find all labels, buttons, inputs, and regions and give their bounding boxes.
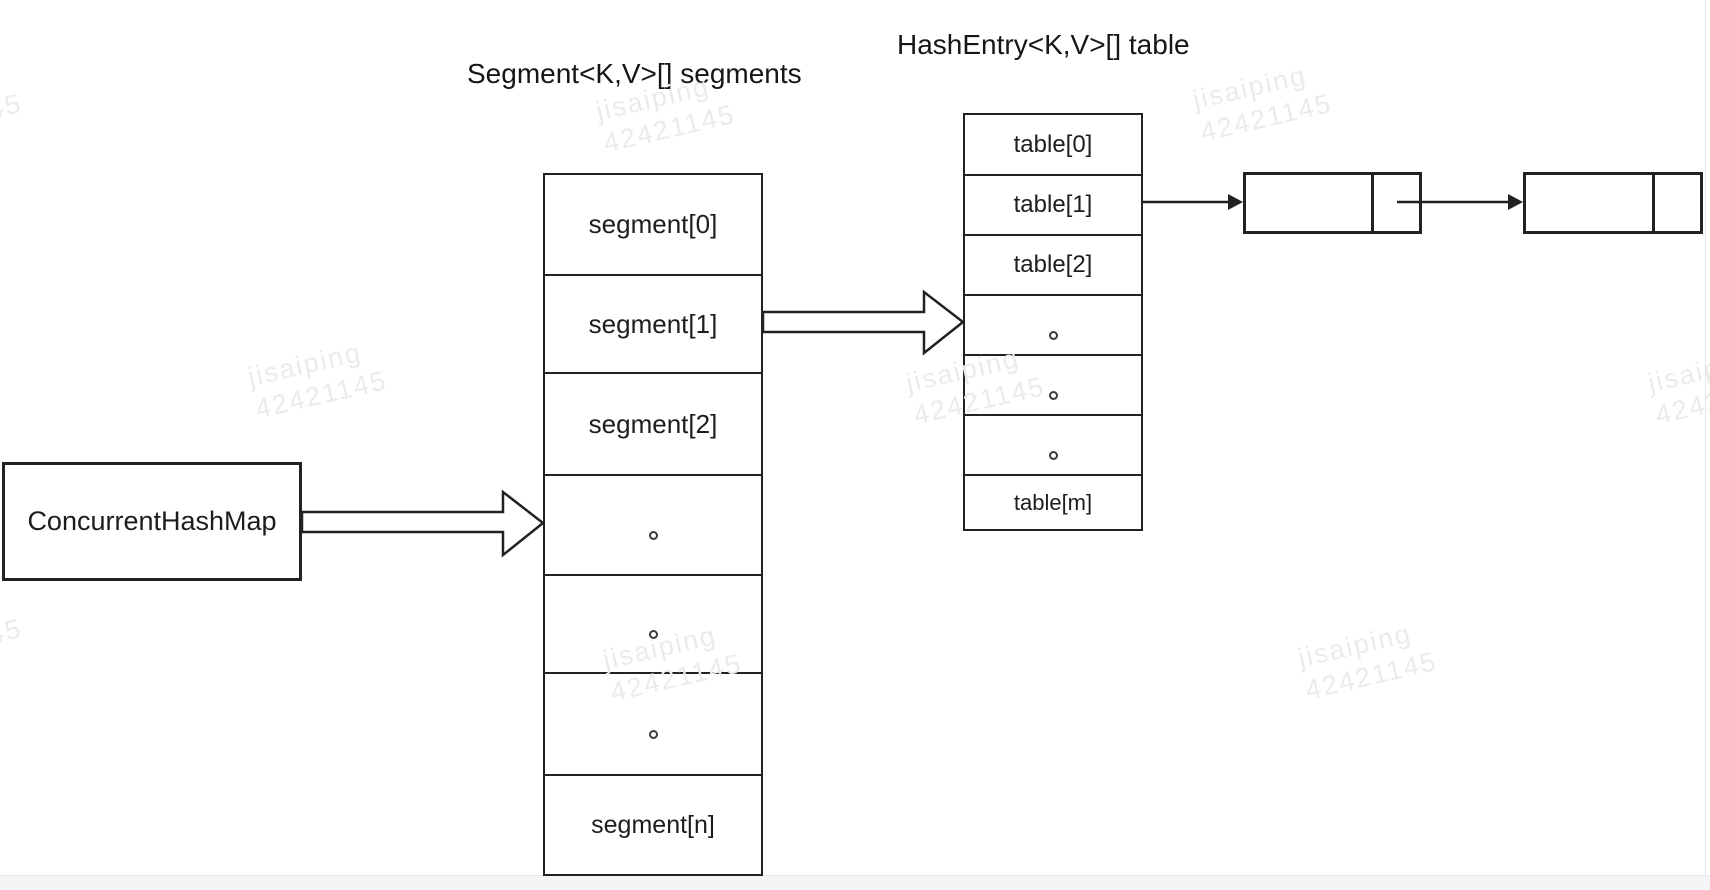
hashentry-table-array: table[0] table[1] table[2] table[m] (963, 113, 1143, 531)
ellipsis-dot (648, 629, 658, 639)
segments-cell-ellipsis-1 (545, 474, 761, 574)
segments-cell-ellipsis-3 (545, 672, 761, 774)
watermark-line1: jisaiping (245, 336, 365, 393)
segments-cell-2: segment[2] (545, 372, 761, 474)
node-2-value-slot (1526, 175, 1652, 231)
segments-cell-ellipsis-2 (545, 574, 761, 672)
watermark: jisaiping 42421145 (1295, 609, 1456, 707)
segments-cell-1: segment[1] (545, 274, 761, 372)
watermark-line2: 42421145 (252, 364, 391, 425)
segments-cell-n: segment[n] (545, 774, 761, 874)
ellipsis-dot (1048, 330, 1058, 340)
page-right-edge (1705, 0, 1706, 875)
table-cell-2-label: table[2] (1013, 251, 1093, 278)
concurrenthashmap-label: ConcurrentHashMap (27, 506, 277, 536)
watermark-line1: jisaiping (1645, 342, 1710, 399)
table-array-title: HashEntry<K,V>[] table (897, 29, 1190, 60)
segments-array-title: Segment<K,V>[] segments (467, 58, 802, 89)
watermark-line2: 42421145 (1197, 87, 1336, 148)
watermark: jisaiping 42421145 (0, 51, 41, 149)
node-2-next-pointer-slot (1652, 175, 1700, 231)
table-cell-0-label: table[0] (1013, 130, 1093, 158)
pointer-arrow-table1-to-node1 (1143, 194, 1243, 210)
concurrenthashmap-box: ConcurrentHashMap (2, 462, 302, 581)
ellipsis-dot (648, 530, 658, 540)
segments-cell-1-label: segment[1] (588, 308, 718, 339)
hashentry-node-2 (1523, 172, 1703, 234)
node-1-next-pointer-slot (1371, 175, 1419, 231)
hollow-arrow-segment1-to-table (761, 289, 966, 356)
watermark-line1: jisaiping (0, 51, 34, 117)
segments-cell-2-label: segment[2] (588, 408, 718, 439)
watermark-line2: 42421145 (600, 98, 739, 159)
segments-cell-0: segment[0] (545, 175, 761, 274)
table-cell-1: table[1] (965, 174, 1141, 234)
segments-array: segment[0] segment[1] segment[2] segment… (543, 173, 763, 876)
page-bottom-strip (0, 875, 1710, 890)
table-cell-1-label: table[1] (1013, 191, 1093, 218)
ellipsis-dot (648, 729, 658, 739)
table-cell-ellipsis-2 (965, 354, 1141, 414)
node-1-value-slot (1246, 175, 1371, 231)
table-cell-2: table[2] (965, 234, 1141, 294)
segments-cell-0-label: segment[0] (588, 209, 718, 239)
watermark-line2: 42421145 (1652, 370, 1710, 431)
table-cell-ellipsis-3 (965, 414, 1141, 474)
hollow-arrow-chm-to-segments (300, 489, 546, 558)
watermark-line1: jisaiping (1295, 617, 1415, 674)
watermark-line1: jisaiping (1190, 59, 1310, 116)
watermark-line2: 42421145 (0, 612, 26, 673)
segments-cell-n-label: segment[n] (591, 810, 715, 839)
table-cell-0: table[0] (965, 115, 1141, 174)
watermark-line2: 42421145 (1302, 645, 1441, 706)
watermark: jisaiping 42421145 (1645, 334, 1710, 432)
table-cell-m-label: table[m] (1013, 489, 1093, 515)
watermark-line1: jisaiping (0, 576, 34, 642)
watermark: jisaiping 42421145 (1190, 51, 1351, 149)
watermark: jisaiping 42421145 (0, 576, 41, 674)
hashentry-node-1 (1243, 172, 1422, 234)
ellipsis-dot (1048, 390, 1058, 400)
table-cell-ellipsis-1 (965, 294, 1141, 354)
watermark-line2: 42421145 (0, 87, 26, 148)
watermark: jisaiping 42421145 (245, 328, 406, 426)
ellipsis-dot (1048, 450, 1058, 460)
table-cell-m: table[m] (965, 474, 1141, 529)
